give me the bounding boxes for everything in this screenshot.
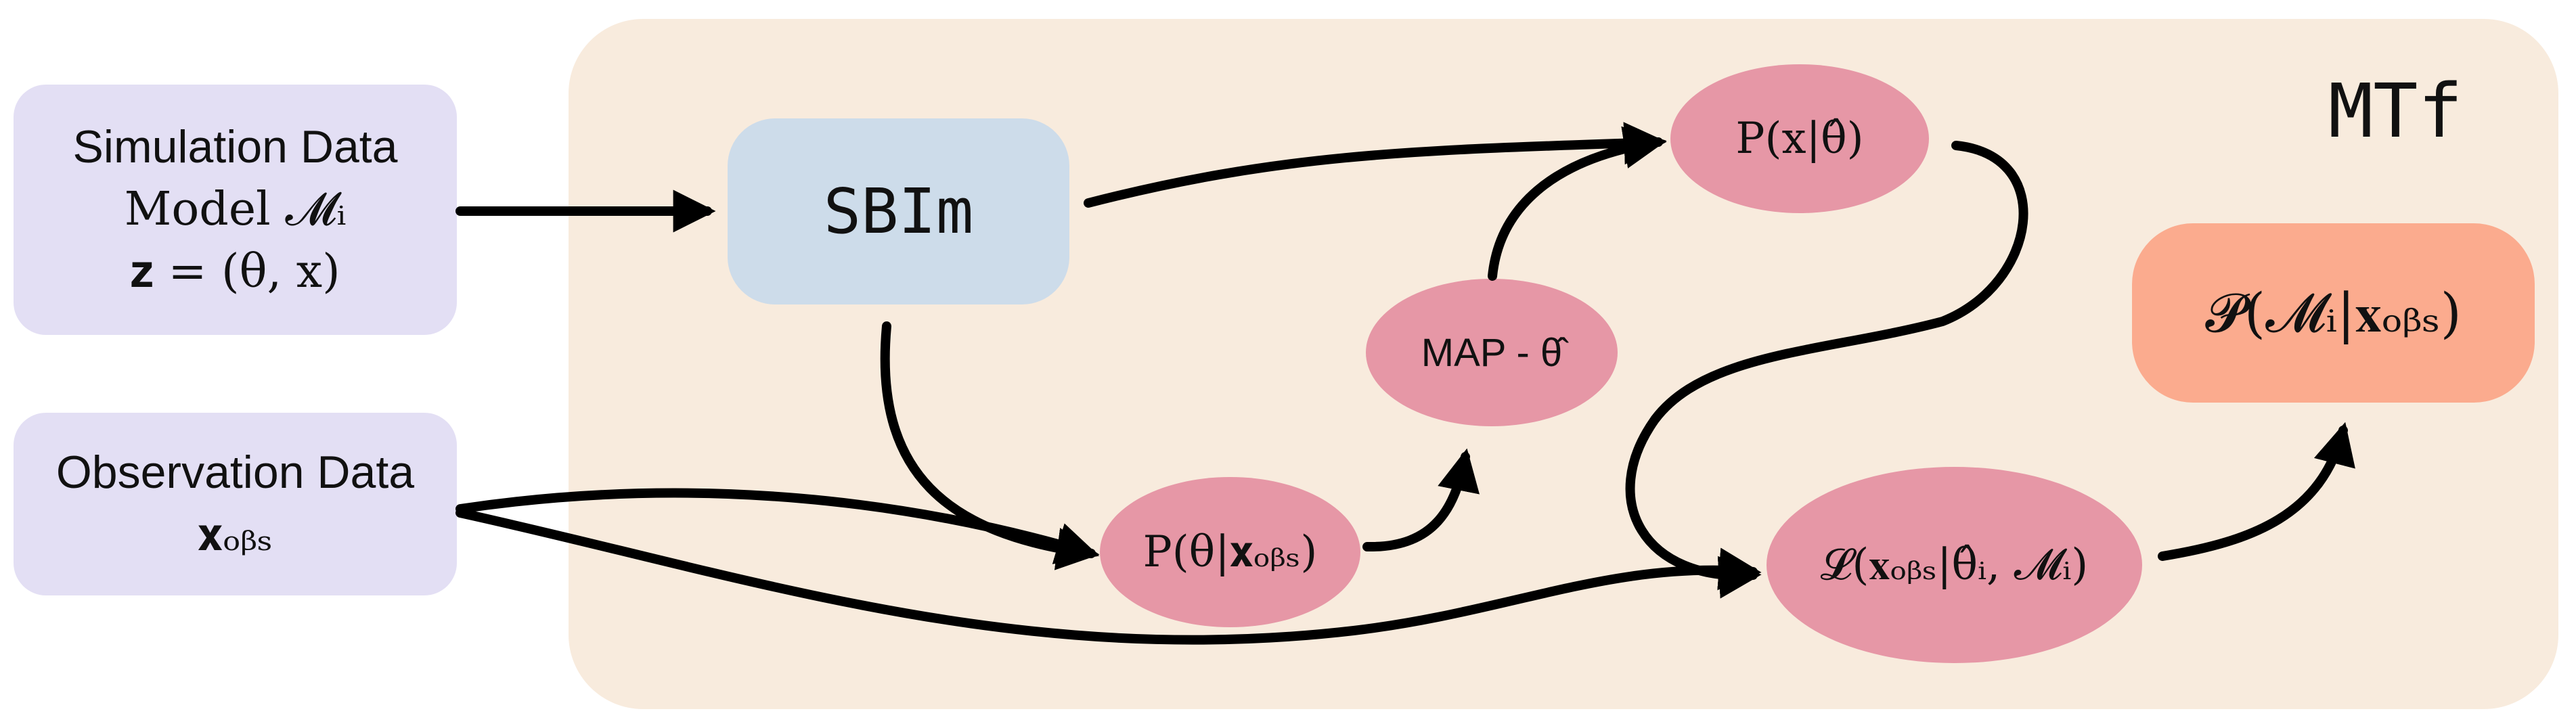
simulation-data-box: Simulation Data Model 𝓜ᵢ 𝐳 = (θ, x) bbox=[14, 85, 457, 335]
simulation-model-label: Model 𝓜ᵢ bbox=[124, 183, 347, 237]
model-posterior-box: 𝓟(𝓜ᵢ|𝐱ₒᵦₛ) bbox=[2132, 223, 2535, 403]
arrow-likelihood-obs-to-model-posterior bbox=[2158, 422, 2355, 561]
arrow-map-to-likelihood-map bbox=[1488, 126, 1667, 281]
likelihood-obs-label: 𝓛(𝐱ₒᵦₛ|θ̂ᵢ, 𝓜ᵢ) bbox=[1820, 540, 2089, 590]
sbim-box: SBIm bbox=[728, 118, 1069, 304]
arrow-sbim-to-posterior bbox=[880, 321, 1100, 570]
map-estimate-label: MAP - θ̂ bbox=[1421, 330, 1563, 375]
posterior-label: P(θ|𝐱ₒᵦₛ) bbox=[1142, 527, 1318, 577]
observation-variable: 𝐱ₒᵦₛ bbox=[197, 508, 273, 562]
observation-data-title: Observation Data bbox=[55, 447, 415, 499]
observation-data-box: Observation Data 𝐱ₒᵦₛ bbox=[14, 413, 457, 595]
likelihood-obs-node: 𝓛(𝐱ₒᵦₛ|θ̂ᵢ, 𝓜ᵢ) bbox=[1767, 467, 2142, 663]
sbim-label: SBIm bbox=[823, 175, 974, 248]
arrow-likelihood-map-to-likelihood-obs bbox=[1625, 141, 2028, 599]
model-posterior-label: 𝓟(𝓜ᵢ|𝐱ₒᵦₛ) bbox=[2205, 281, 2462, 344]
mtf-title: MTf bbox=[2328, 68, 2463, 154]
arrow-posterior-to-map bbox=[1362, 448, 1480, 552]
arrow-observation-to-posterior bbox=[456, 488, 1100, 564]
simulation-data-title: Simulation Data bbox=[72, 121, 398, 173]
map-estimate-node: MAP - θ̂ bbox=[1366, 279, 1618, 426]
likelihood-map-node: P(x|θ̂) bbox=[1670, 64, 1929, 213]
arrow-observation-to-likelihood-obs bbox=[456, 508, 1762, 645]
posterior-node: P(θ|𝐱ₒᵦₛ) bbox=[1100, 477, 1360, 627]
simulation-variables: 𝐳 = (θ, x) bbox=[130, 244, 340, 298]
likelihood-map-label: P(x|θ̂) bbox=[1735, 114, 1864, 164]
arrow-sbim-to-likelihood-map bbox=[1084, 122, 1667, 208]
